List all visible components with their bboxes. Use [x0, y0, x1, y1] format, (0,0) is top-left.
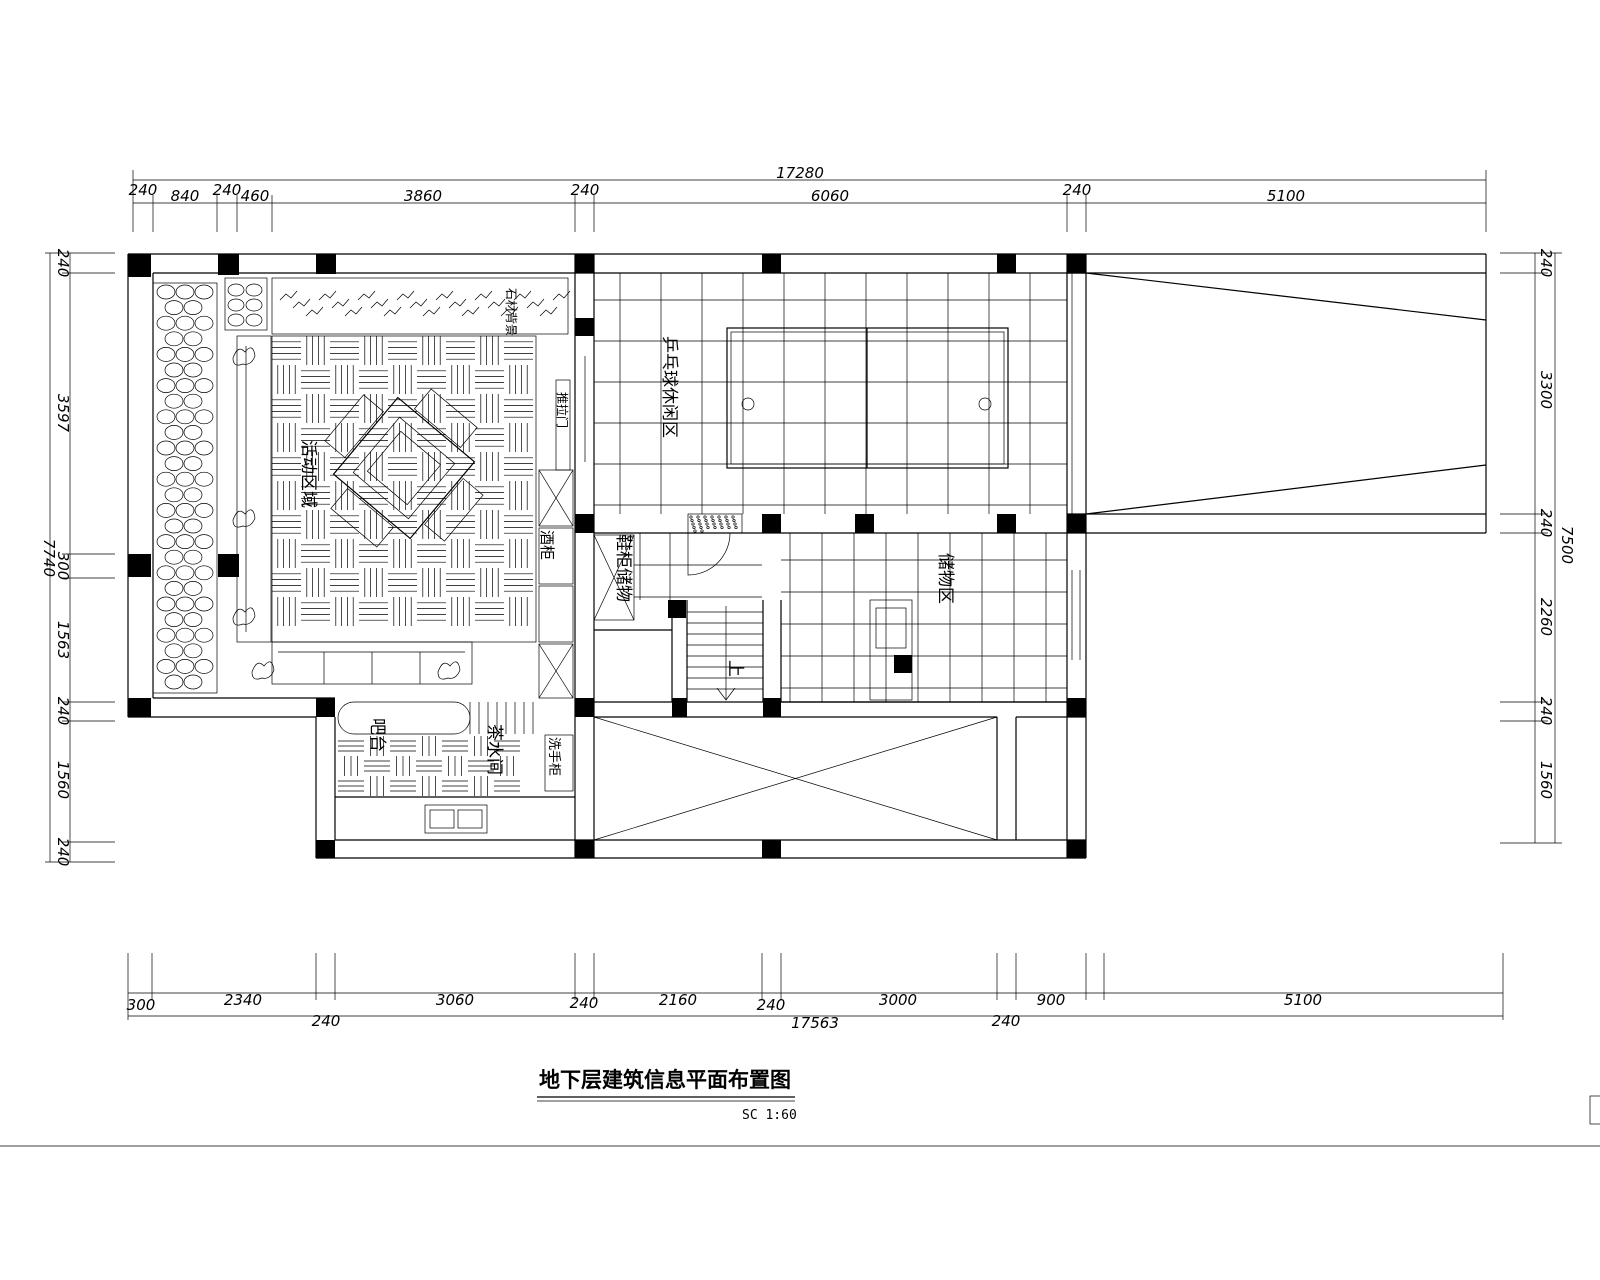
top-dimension-group: 17280 240 840 240 460 3860 240 6060 240 … [129, 164, 1487, 232]
walls [127, 253, 1487, 859]
label-table-tennis: 乒乓球休闲区 [659, 336, 679, 438]
stone-wall [152, 277, 268, 694]
right-dim-5: 240 [1537, 697, 1555, 726]
table-set [324, 388, 484, 548]
left-dim-1: 240 [54, 249, 72, 278]
label-sink-cabinet: 洗手柜 [546, 737, 561, 776]
label-bar: 吧台 [367, 718, 387, 752]
left-dim-5: 240 [54, 697, 72, 726]
label-tea-room: 茶水间 [484, 724, 504, 775]
cabinet-column [538, 379, 574, 699]
label-storage: 储物区 [935, 553, 955, 604]
right-dim-1: 240 [1537, 249, 1555, 278]
right-total-dim: 7500 [1558, 526, 1576, 564]
bottom-dim-4: 240 [570, 994, 599, 1012]
drawing-scale: SC 1:60 [742, 1108, 797, 1123]
top-counter [271, 277, 571, 335]
right-dim-6: 1560 [1537, 761, 1555, 799]
bottom-dim-7: 3000 [879, 991, 917, 1009]
top-dim-7: 6060 [811, 187, 849, 205]
label-activity: 活动区域 [298, 440, 318, 508]
bottom-dim-6: 240 [757, 996, 786, 1014]
label-shoe-cabinet: 鞋柜储物 [613, 534, 633, 602]
bottom-dim-9: 5100 [1284, 991, 1322, 1009]
table-tennis-area [584, 273, 1067, 514]
label-stairs: 上 [725, 660, 745, 677]
bottom-dim-11: 240 [992, 1012, 1021, 1030]
bottom-dim-3: 3060 [436, 991, 474, 1009]
top-dim-2: 840 [171, 187, 200, 205]
sofa [236, 335, 473, 685]
left-total-dim: 7740 [40, 539, 58, 577]
room-labels: 乒乓球休闲区 活动区域 储物区 鞋柜储物 茶水间 吧台 酒柜 洗手柜 石材背景 … [298, 288, 955, 776]
tea-room [337, 701, 574, 834]
bottom-total-dim: 17563 [791, 1014, 839, 1032]
top-total-dim: 17280 [776, 164, 824, 182]
top-dim-1: 240 [129, 181, 158, 199]
left-dim-7: 240 [54, 838, 72, 867]
top-dim-9: 5100 [1267, 187, 1305, 205]
bottom-dim-10: 240 [312, 1012, 341, 1030]
bottom-dim-5: 2160 [659, 991, 697, 1009]
top-dim-5: 3860 [404, 187, 442, 205]
label-wine-cabinet: 酒柜 [538, 530, 556, 560]
right-dim-4: 2260 [1537, 598, 1555, 636]
columns [128, 254, 1086, 858]
left-dim-3: 300 [54, 552, 72, 581]
storage-area [593, 513, 1067, 702]
bottom-dim-1: 300 [127, 996, 156, 1014]
void-cross [593, 716, 998, 841]
door-swing-icon [687, 532, 731, 576]
drawing-title: 地下层建筑信息平面布置图 [539, 1068, 791, 1092]
top-dim-3: 240 [213, 181, 242, 199]
left-dim-6: 1560 [54, 761, 72, 799]
bottom-dim-8: 900 [1037, 991, 1066, 1009]
top-dim-8: 240 [1063, 181, 1092, 199]
top-dim-4: 460 [241, 187, 270, 205]
right-dim-2: 3300 [1537, 371, 1555, 409]
left-dim-2: 3597 [54, 394, 72, 433]
sheet-corner-mark [1589, 1095, 1600, 1125]
activity-floor [271, 335, 537, 643]
plant-icon [232, 347, 461, 680]
title-block: 地下层建筑信息平面布置图 SC 1:60 [537, 1068, 797, 1123]
top-dim-6: 240 [571, 181, 600, 199]
label-stone-wall: 石材背景 [504, 288, 518, 336]
bottom-dimension-group: 300 2340 3060 240 2160 240 3000 900 5100… [127, 953, 1504, 1032]
arrow-down-icon [716, 687, 736, 701]
left-dimension-group: 7740 240 3597 300 1563 240 1560 240 [40, 249, 115, 867]
stairs [687, 606, 763, 700]
bottom-dim-2: 2340 [224, 991, 262, 1009]
right-dim-3: 240 [1537, 509, 1555, 538]
right-dimension-group: 7500 240 3300 240 2260 240 1560 [1500, 249, 1576, 844]
label-sliding-door: 推拉门 [555, 392, 570, 428]
left-dim-4: 1563 [54, 621, 72, 659]
